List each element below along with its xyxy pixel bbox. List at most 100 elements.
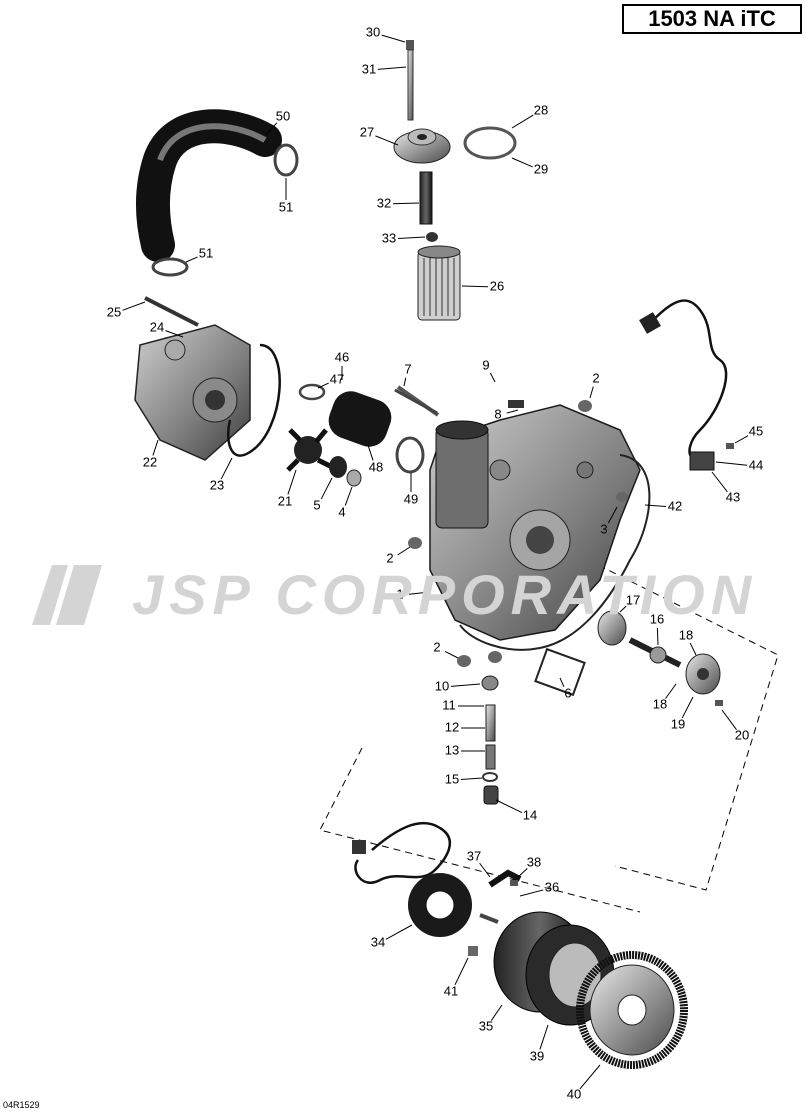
part-label-19: 19 [671,716,685,731]
leader-line-37 [479,862,491,878]
part-impeller-group [286,383,440,487]
leader-line-16 [656,627,659,646]
part-label-15: 15 [445,771,459,786]
part-label-39: 39 [530,1048,544,1063]
part-label-44: 44 [749,457,763,472]
leader-line-18b [665,683,677,699]
part-label-14: 14 [523,807,537,822]
part-label-49: 49 [404,491,418,506]
leader-line-6 [559,677,565,688]
diagram-code: 04R1529 [3,1100,40,1110]
leader-line-9 [489,372,496,383]
leader-line-7 [403,377,407,387]
part-oil-pump-group [534,610,723,706]
part-hose [136,109,282,262]
part-label-1: 1 [396,586,403,601]
leader-line-40 [579,1064,601,1090]
leader-line-8 [506,409,519,414]
part-label-30: 30 [366,24,380,39]
leader-line-23 [220,457,233,480]
part-label-31: 31 [362,61,376,76]
part-label-18b: 18 [653,696,667,711]
part-label-41: 41 [444,983,458,998]
dashed-assembly-lines [319,559,779,913]
leader-line-28 [511,114,534,129]
part-label-13: 13 [445,742,459,757]
ring-gear [576,951,688,1069]
leader-line-19 [681,696,694,719]
leader-line-31 [377,66,407,70]
leader-line-26 [461,285,489,288]
part-label-5: 5 [313,497,320,512]
leader-line-38 [514,867,528,881]
part-label-17: 17 [626,592,640,607]
part-label-45: 45 [749,423,763,438]
part-label-25: 25 [107,304,121,319]
part-water-pump-housing [134,296,281,461]
part-label-18a: 18 [679,627,693,642]
part-clamps [151,143,299,277]
part-label-3: 3 [600,521,607,536]
leader-line-47 [317,382,329,389]
part-label-46: 46 [335,349,349,364]
part-label-51b: 51 [199,245,213,260]
part-label-48: 48 [369,459,383,474]
leader-line-29 [511,157,533,168]
part-label-37: 37 [467,848,481,863]
leader-line-35 [490,1004,503,1021]
leader-line-2b [397,546,411,556]
part-crankcase-cover [394,388,651,651]
part-label-8: 8 [494,406,501,421]
part-label-32: 32 [377,195,391,210]
leader-line-42 [644,504,667,507]
part-label-24: 24 [150,319,164,334]
part-label-12: 12 [445,719,459,734]
leader-line-1 [408,591,431,595]
leader-line-34 [385,924,413,940]
leader-line-15 [460,777,483,780]
part-label-35: 35 [479,1018,493,1033]
leader-line-5 [320,477,333,500]
part-label-4: 4 [338,504,345,519]
part-label-9: 9 [482,357,489,372]
part-valve-stack [457,651,502,805]
part-label-38: 38 [527,854,541,869]
leader-line-44 [715,461,748,466]
leader-line-43 [711,471,728,493]
leader-line-41 [454,957,469,986]
part-label-21: 21 [278,493,292,508]
leader-line-51b [185,256,198,263]
leader-line-25 [122,301,146,311]
leader-line-39 [539,1024,549,1050]
leader-line-45 [734,435,749,444]
part-label-51a: 51 [279,199,293,214]
part-label-6: 6 [564,685,571,700]
leader-line-36 [519,889,544,897]
part-label-42: 42 [668,498,682,513]
leader-line-3 [607,506,618,524]
part-label-10: 10 [435,678,449,693]
stator [408,873,472,937]
model-title: 1503 NA iTC [622,4,802,34]
part-label-34: 34 [371,934,385,949]
leader-line-14 [495,799,523,814]
part-label-2a: 2 [592,370,599,385]
part-label-22: 22 [143,454,157,469]
part-label-36: 36 [545,879,559,894]
part-label-2c: 2 [433,639,440,654]
leader-line-10 [450,683,481,687]
leader-line-32 [392,202,420,205]
part-label-47: 47 [330,371,344,386]
leader-lines [122,34,749,1090]
part-label-23: 23 [210,477,224,492]
leader-line-4 [344,486,353,506]
part-label-50: 50 [276,108,290,123]
leader-line-27 [375,135,399,146]
part-label-26: 26 [490,278,504,293]
leader-line-30 [381,34,406,43]
leader-line-48 [367,444,374,461]
part-label-20: 20 [735,727,749,742]
leader-line-33 [397,236,426,240]
